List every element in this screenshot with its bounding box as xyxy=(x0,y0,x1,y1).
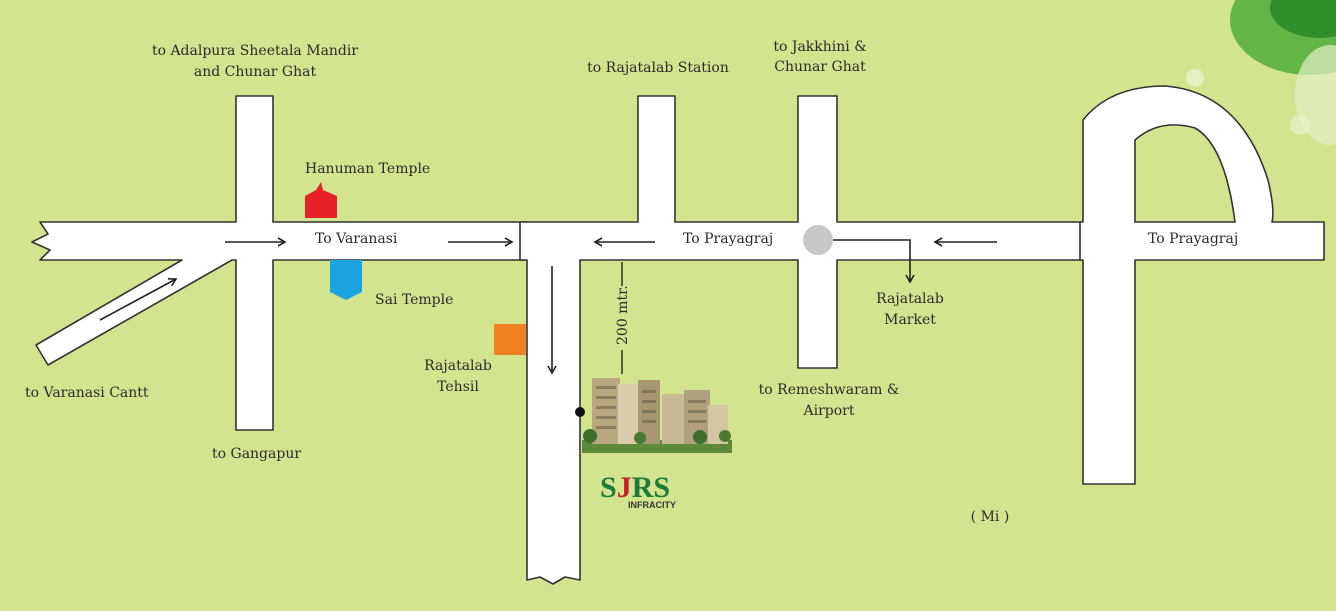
label-remeshwaram-line1: to Remeshwaram & xyxy=(759,382,900,398)
label-rajatalab-market-line1: Rajatalab xyxy=(876,291,944,307)
main-road-middle xyxy=(519,95,1084,585)
label-to-varanasi: To Varanasi xyxy=(315,231,398,247)
label-rajatalab-station: to Rajatalab Station xyxy=(587,60,729,76)
label-remeshwaram-line2: Airport xyxy=(803,403,855,419)
label-varanasi-cantt: to Varanasi Cantt xyxy=(25,385,149,401)
label-partial-text: ( Mi ) xyxy=(971,509,1010,525)
project-location-dot-icon xyxy=(575,407,585,417)
brand-letter-j: J xyxy=(617,471,632,504)
hanuman-temple-icon xyxy=(305,182,337,218)
label-adalpura-line1: to Adalpura Sheetala Mandir xyxy=(152,43,358,59)
label-tehsil-line2: Tehsil xyxy=(437,379,479,395)
main-road-west xyxy=(31,95,528,431)
arrow-market xyxy=(818,239,915,284)
label-jakkhini-line1: to Jakkhini & xyxy=(773,39,866,55)
label-rajatalab-market-line2: Market xyxy=(884,312,936,328)
label-hanuman-temple: Hanuman Temple xyxy=(305,161,430,177)
brand-letter-s: S xyxy=(600,471,617,504)
project-building-icon xyxy=(582,378,732,453)
label-to-prayagraj-2: To Prayagraj xyxy=(1148,231,1238,247)
loop-inner xyxy=(1134,124,1236,223)
label-to-prayagraj-1: To Prayagraj xyxy=(683,231,773,247)
label-sai-temple: Sai Temple xyxy=(375,292,453,308)
label-tehsil-line1: Rajatalab xyxy=(424,358,492,374)
label-gangapur: to Gangapur xyxy=(212,446,301,462)
sai-temple-icon xyxy=(330,260,362,300)
arrow-diagonal xyxy=(99,278,178,321)
brand-logo: SJRS INFRACITY xyxy=(600,471,676,510)
roundabout-icon xyxy=(803,225,833,255)
svg-text:SJRS: SJRS xyxy=(600,471,670,504)
brand-letters-rs: RS xyxy=(632,471,670,504)
brand-subtitle: INFRACITY xyxy=(628,500,676,510)
direction-arrows xyxy=(99,237,997,375)
label-jakkhini-line2: Chunar Ghat xyxy=(774,59,866,75)
distance-label: 200 mtr. xyxy=(615,285,631,345)
tehsil-marker-icon xyxy=(494,324,526,355)
label-adalpura-line2: and Chunar Ghat xyxy=(194,64,317,80)
